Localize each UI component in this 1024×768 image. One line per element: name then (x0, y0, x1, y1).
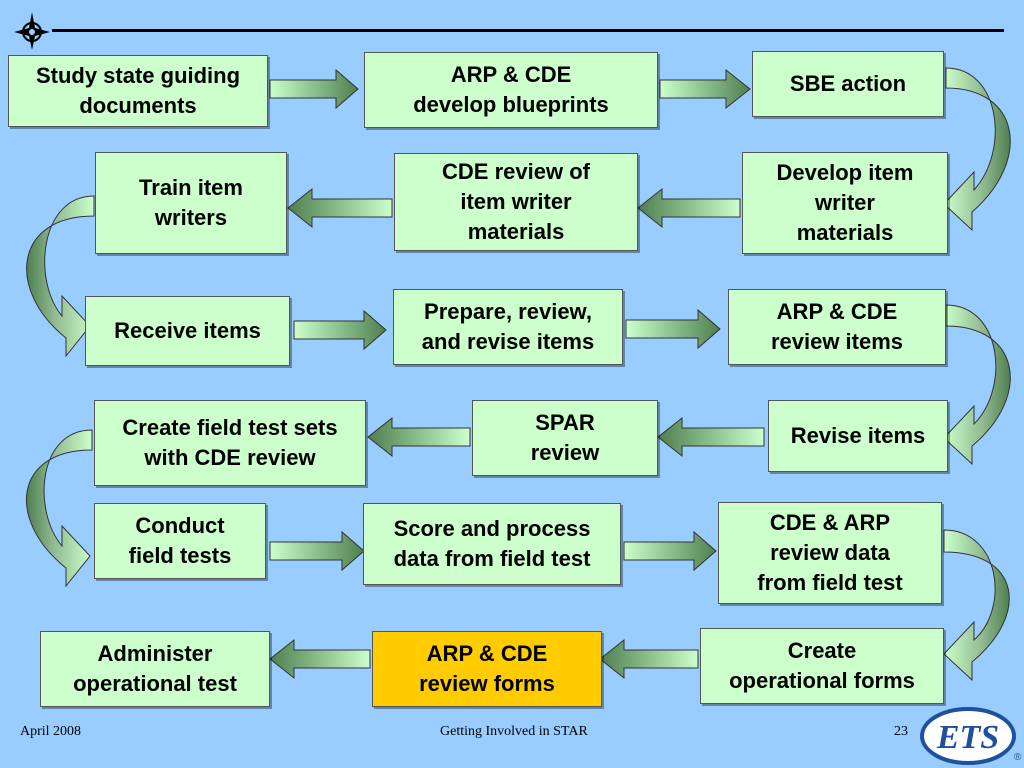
step-spar-review: SPAR review (472, 400, 658, 476)
step-create-operational-forms: Create operational forms (700, 628, 944, 704)
arrow-right (623, 530, 717, 572)
arrow-right (625, 308, 721, 350)
step-review-forms: ARP & CDE review forms (372, 631, 602, 707)
arrow-left (269, 638, 371, 680)
arrow-right (293, 309, 387, 351)
curved-arrow-left-side (25, 429, 93, 588)
footer-title: Getting Involved in STAR (440, 724, 588, 739)
step-administer-operational-test: Administer operational test (40, 631, 270, 707)
step-cde-review-materials: CDE review of item writer materials (394, 153, 638, 251)
star-compass-icon (14, 12, 50, 50)
curved-arrow-right-side (943, 67, 1011, 232)
arrow-left (599, 638, 699, 680)
logo-registered-mark: ® (1014, 752, 1022, 763)
step-prepare-review-revise: Prepare, review, and revise items (393, 289, 623, 365)
ets-logo: ETS ® (920, 707, 1022, 765)
curved-arrow-right-side (943, 529, 1010, 682)
step-score-process-data: Score and process data from field test (363, 503, 621, 585)
step-conduct-field-tests: Conduct field tests (94, 503, 266, 579)
header-rule (52, 29, 1004, 32)
step-receive-items: Receive items (85, 296, 290, 366)
arrow-right (269, 530, 365, 572)
step-sbe-action: SBE action (752, 51, 944, 117)
footer-date: April 2008 (20, 724, 82, 739)
arrow-left (367, 416, 471, 458)
step-develop-blueprints: ARP & CDE develop blueprints (364, 52, 658, 128)
step-revise-items: Revise items (768, 400, 948, 472)
arrow-left (287, 187, 393, 229)
step-study-documents: Study state guiding documents (8, 55, 268, 127)
arrow-left (657, 416, 765, 458)
step-develop-item-writer-materials: Develop item writer materials (742, 152, 948, 254)
logo-text: ETS (936, 719, 999, 756)
step-arp-cde-review-items: ARP & CDE review items (728, 289, 946, 365)
curved-arrow-left-side (26, 195, 95, 358)
footer-page-number: 23 (894, 724, 908, 739)
arrow-right (659, 68, 751, 110)
step-create-field-test-sets: Create field test sets with CDE review (94, 400, 366, 486)
arrow-left (637, 187, 741, 229)
step-train-item-writers: Train item writers (95, 152, 287, 254)
step-review-field-test-data: CDE & ARP review data from field test (718, 502, 942, 604)
curved-arrow-right-side (943, 304, 1011, 466)
arrow-right (269, 68, 359, 110)
